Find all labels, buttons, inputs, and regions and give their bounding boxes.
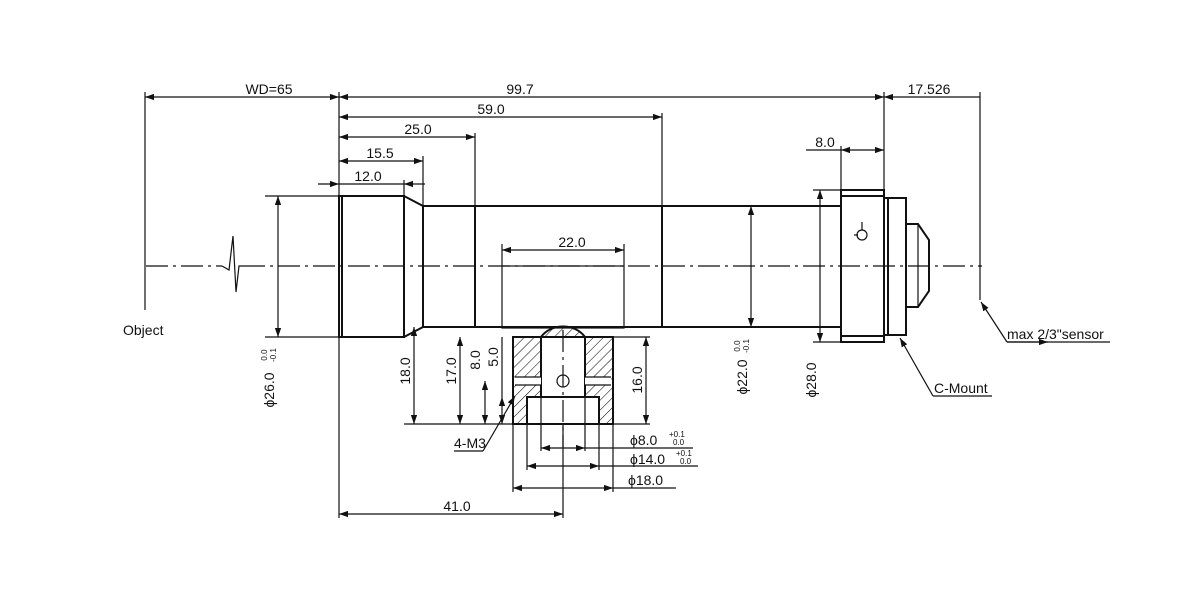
thread-label: 4-M3 — [454, 435, 486, 451]
tol-dia22-lower: -0.1 — [742, 339, 751, 353]
dimension-text: WD=65 99.7 17.526 59.0 25.0 15.5 12.0 8.… — [245, 81, 950, 514]
dim-dia18: ϕ18.0 — [628, 472, 663, 488]
tol-dia26-upper: 0.0 — [260, 349, 269, 361]
dim-h8: 8.0 — [467, 350, 483, 370]
sensor-label: max 2/3"sensor — [1007, 326, 1104, 342]
c-mount-label: C-Mount — [934, 380, 988, 396]
dim-back-focus: 17.526 — [908, 81, 951, 97]
dim-dia26: ϕ26.0 — [261, 372, 277, 407]
dim-h18: 18.0 — [397, 357, 413, 384]
dim-h5: 5.0 — [485, 347, 501, 367]
dim-15-5: 15.5 — [366, 145, 393, 161]
dim-25: 25.0 — [404, 121, 431, 137]
extension-lines — [265, 92, 885, 518]
dim-h17: 17.0 — [443, 357, 459, 384]
tol-dia14-upper: +0.1 — [676, 449, 692, 458]
dim-dia28: ϕ28.0 — [803, 362, 819, 397]
dim-total: 99.7 — [506, 81, 533, 97]
dim-22: 22.0 — [558, 234, 585, 250]
lens-body — [338, 189, 930, 343]
dim-41: 41.0 — [443, 498, 470, 514]
dim-h16: 16.0 — [629, 366, 645, 393]
tol-dia14-lower: 0.0 — [680, 457, 692, 466]
mount-block — [501, 265, 625, 448]
dim-dia8: ϕ8.0 — [630, 432, 658, 448]
dim-wd: WD=65 — [245, 81, 292, 97]
tol-dia22-upper: 0.0 — [733, 340, 742, 352]
tol-dia26-lower: -0.1 — [269, 348, 278, 362]
tol-dia8-upper: +0.1 — [669, 430, 685, 439]
dim-dia14: ϕ14.0 — [630, 451, 665, 467]
dim-59: 59.0 — [477, 101, 504, 117]
dim-dia22: ϕ22.0 — [734, 359, 750, 394]
dim-8: 8.0 — [815, 134, 835, 150]
tol-dia8-lower: 0.0 — [673, 438, 685, 447]
dimension-lines — [145, 93, 1110, 518]
object-label: Object — [123, 322, 164, 338]
labels: Object max 2/3"sensor C-Mount 4-M3 — [123, 322, 1104, 451]
dim-12: 12.0 — [354, 168, 381, 184]
